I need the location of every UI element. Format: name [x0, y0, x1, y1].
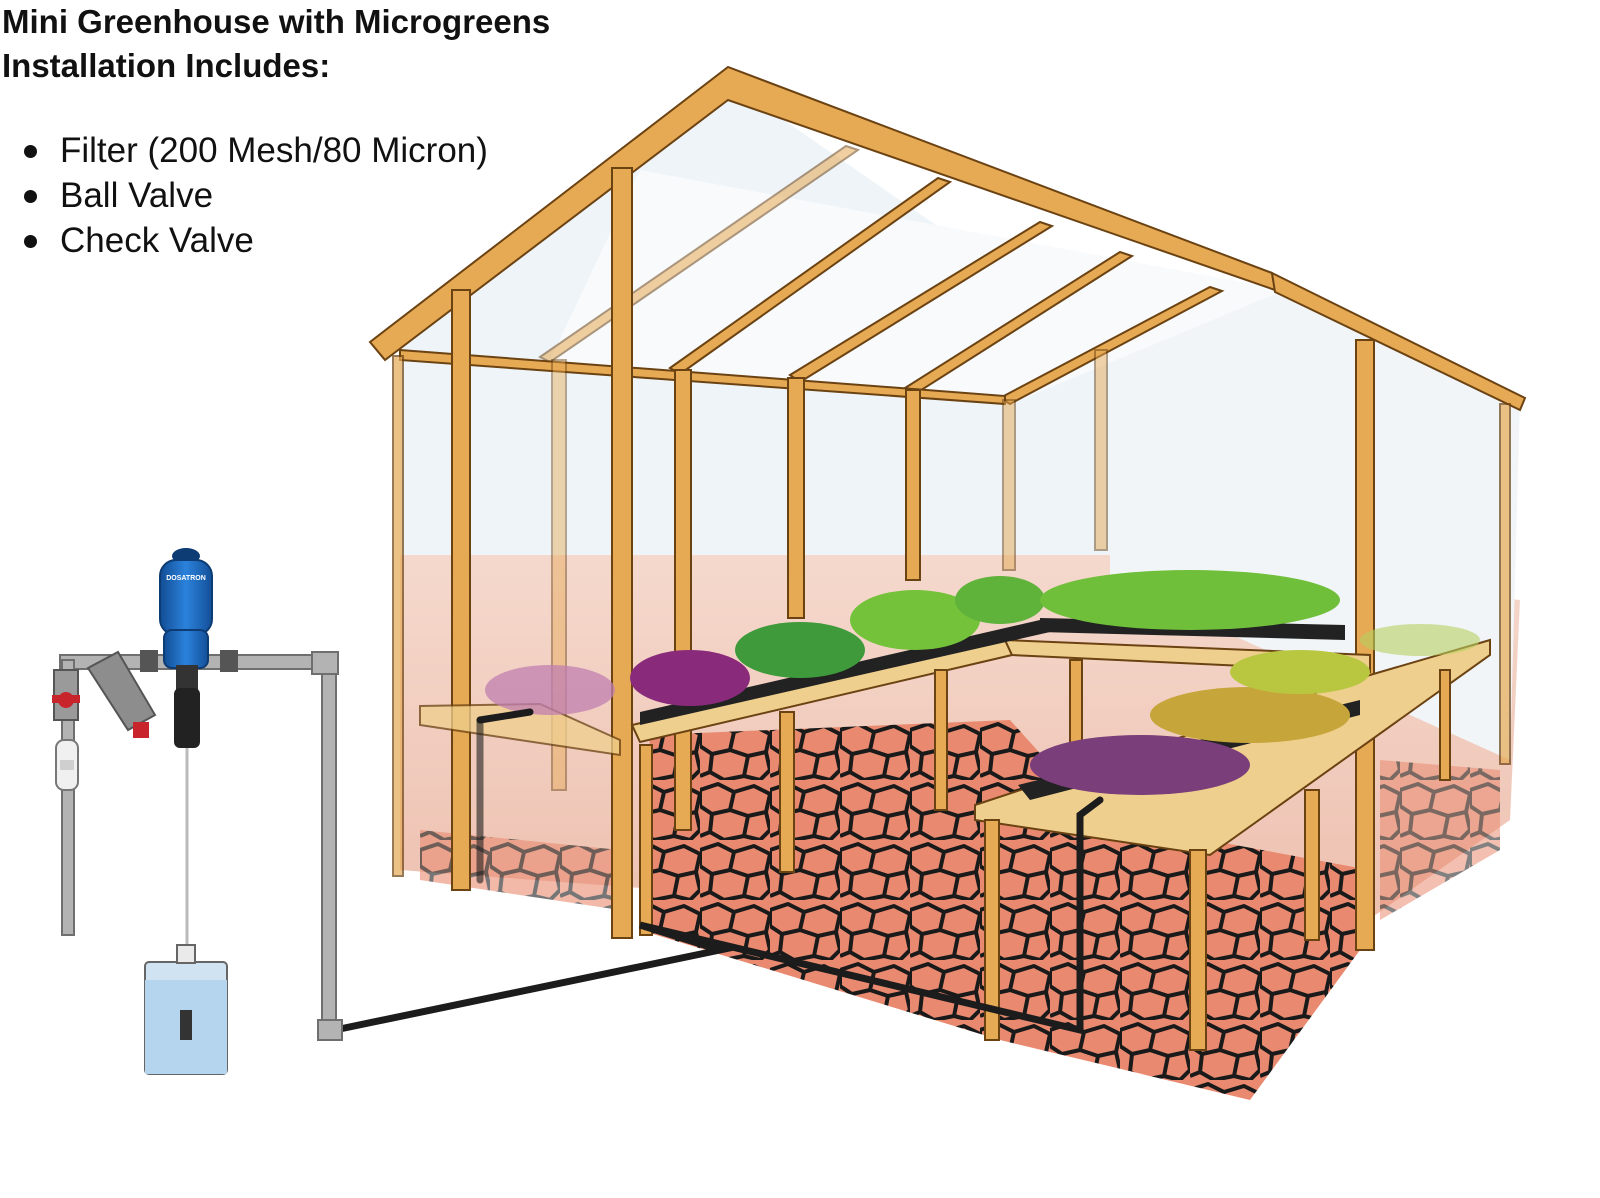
- list-item-filter: Filter (200 Mesh/80 Micron): [0, 128, 488, 173]
- ball-valve: [52, 669, 80, 721]
- title-line-2: Installation Includes:: [2, 47, 331, 84]
- check-valve: [55, 739, 79, 791]
- dosatron-injector: [140, 548, 238, 985]
- irrigation-line: [331, 708, 1104, 1035]
- page-title: Mini Greenhouse with Microgreens Install…: [2, 0, 550, 88]
- title-line-1: Mini Greenhouse with Microgreens: [2, 3, 551, 40]
- components-list: Filter (200 Mesh/80 Micron) Ball Valve C…: [0, 128, 488, 263]
- list-item-ball-valve: Ball Valve: [0, 173, 488, 218]
- microgreen-trays: [485, 570, 1480, 800]
- list-item-check-valve: Check Valve: [0, 218, 488, 263]
- filter: [86, 650, 157, 738]
- supply-pipe: [59, 651, 343, 1041]
- concentrate-container: [144, 944, 228, 1075]
